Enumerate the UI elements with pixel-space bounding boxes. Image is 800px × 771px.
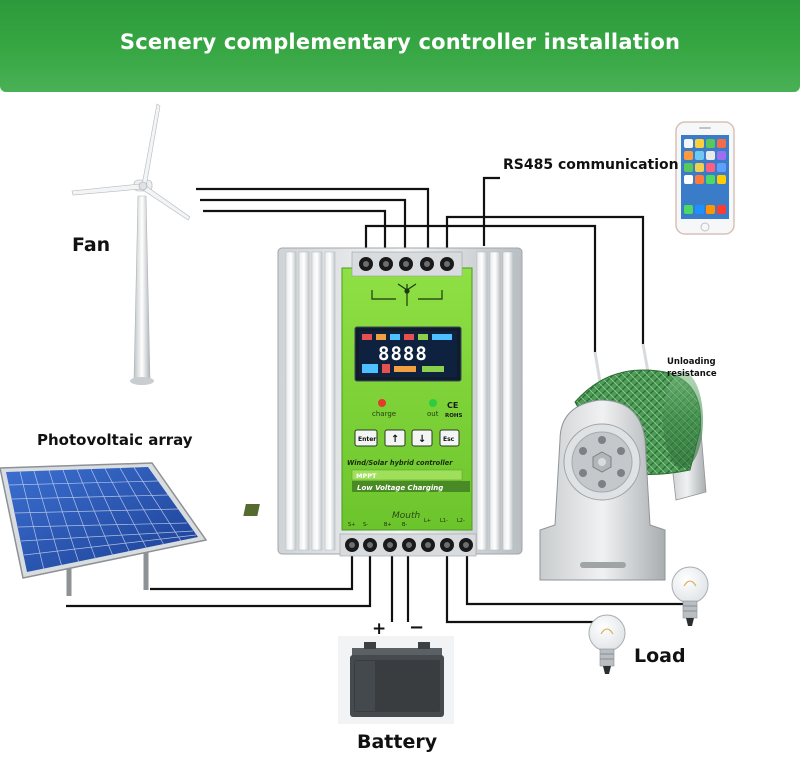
lcd-digits: 8888	[378, 343, 428, 365]
lcd-indicators	[362, 334, 452, 373]
light-bulb-icon	[671, 566, 709, 626]
terminal-mark-s-plus: S+	[348, 522, 355, 528]
charge-label: charge	[372, 410, 396, 418]
heat-sink-right	[476, 251, 514, 551]
down-button-label: ↓	[418, 434, 426, 445]
fan-wire-3	[203, 209, 387, 262]
fan-wire-1	[196, 187, 430, 262]
solar-symbol-icon	[243, 504, 260, 516]
battery-icon	[338, 636, 454, 724]
solar-panel-icon	[0, 462, 208, 596]
terminal-mark-l2-minus: L2-	[457, 518, 465, 524]
esc-button-label: Esc	[443, 436, 455, 443]
rs485-wire	[482, 176, 500, 246]
battery-label: Battery	[357, 731, 438, 753]
down-button[interactable]	[411, 429, 433, 447]
out-led	[429, 399, 437, 407]
unload-wire-1	[364, 224, 597, 352]
enter-button[interactable]	[354, 429, 378, 447]
terminal-mark-l-plus: L+	[424, 518, 431, 524]
enter-button-label: Enter	[358, 436, 376, 443]
heat-sink-left	[285, 251, 336, 551]
terminal-mark-b-minus: B-	[402, 522, 407, 528]
smartphone-icon	[675, 121, 735, 235]
turbine-symbol-icon	[371, 283, 443, 306]
output-terminals	[339, 533, 477, 557]
terminal-mark-l1-minus: L1-	[440, 518, 448, 524]
hybrid-controller: 8888 charge out CE ROHS Enter ↑ ↓ Esc Wi…	[243, 247, 523, 557]
solar-wire-1	[66, 545, 372, 608]
terminal-mark-b-plus: B+	[384, 522, 392, 528]
input-terminals	[351, 251, 463, 277]
esc-button[interactable]	[439, 429, 460, 447]
wiring	[66, 176, 688, 624]
up-button[interactable]	[384, 429, 406, 447]
terminal-mark-s-minus: S-	[363, 522, 368, 528]
load-wire-1	[445, 545, 608, 624]
load-wire-2	[465, 545, 688, 606]
out-label: out	[427, 410, 439, 418]
control-buttons: Enter ↑ ↓ Esc	[354, 429, 460, 447]
rs485-label: RS485 communication	[503, 157, 679, 173]
load-label: Load	[634, 645, 686, 667]
charge-led	[378, 399, 386, 407]
battery-plus-sign: +	[372, 619, 387, 639]
unloading-resistance-label: Unloading resistance	[667, 357, 717, 379]
battery-minus-sign: −	[409, 617, 425, 638]
fan-label: Fan	[72, 234, 111, 256]
fan-wire-2	[200, 198, 407, 262]
solar-wire-2	[150, 545, 354, 591]
terminal-caption: Mouth	[392, 511, 421, 521]
up-button-label: ↑	[391, 434, 399, 445]
product-name: Wind/Solar hybrid controller	[347, 459, 453, 467]
title-banner: Scenery complementary controller install…	[0, 0, 800, 92]
resistor-icon	[539, 343, 707, 581]
wind-turbine-icon	[71, 103, 191, 385]
page-title: Scenery complementary controller install…	[119, 30, 681, 54]
light-bulb-icon	[588, 614, 626, 674]
low-voltage-label: Low Voltage Charging	[357, 484, 443, 492]
unload-wire-2	[445, 215, 645, 344]
rohs-mark: ROHS	[445, 413, 463, 419]
ce-mark: CE	[447, 401, 458, 410]
mppt-tag: MPPT	[356, 472, 377, 480]
photovoltaic-label: Photovoltaic array	[37, 431, 193, 449]
